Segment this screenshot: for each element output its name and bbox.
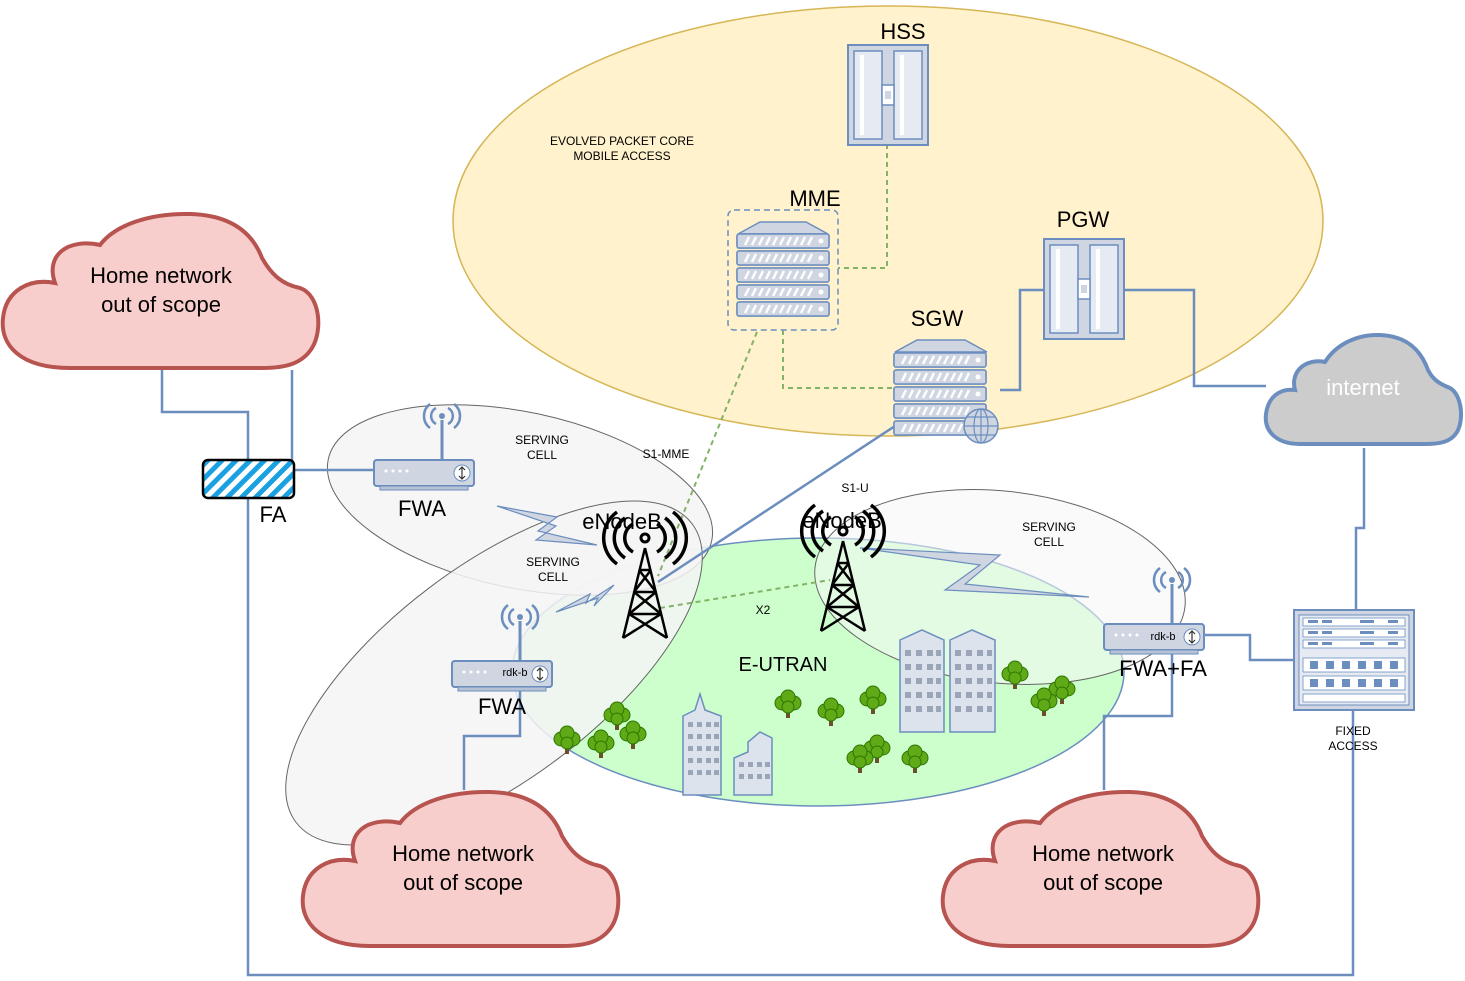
pgw-server-icon (1043, 238, 1125, 340)
s1-mme-label: S1-MME (643, 447, 690, 461)
fwa-bottom-label: FWA (478, 694, 526, 719)
fwa-top-label: FWA (398, 496, 446, 521)
x2-label: X2 (756, 603, 771, 617)
s1-u-label: S1-U (841, 481, 868, 495)
fwa-fa-label: FWA+FA (1119, 656, 1207, 681)
cloud-home-bottom-mid (300, 789, 621, 948)
lightning-fwa-top (496, 505, 598, 546)
pgw-label: PGW (1057, 207, 1110, 232)
serving-cell-top-label-1: SERVING (515, 433, 569, 447)
cloud-bottom-mid-label-1: Home network (392, 841, 535, 866)
eutran-label: E-UTRAN (739, 654, 828, 676)
fixed-access-equipment-icon (1293, 609, 1415, 711)
internet-label: internet (1326, 375, 1399, 400)
serving-cell-right-label-2: CELL (1034, 535, 1064, 549)
mme-group-box (727, 209, 839, 331)
buildings-left (682, 691, 773, 796)
serving-cell-right-label-1: SERVING (1022, 520, 1076, 534)
cloud-top-left-label-2: out of scope (101, 292, 221, 317)
lightning-fwa-left (555, 584, 615, 613)
cloud-internet (1263, 332, 1464, 446)
hss-server-icon (847, 44, 929, 146)
fa-label: FA (260, 502, 287, 527)
cloud-bottom-mid-label-2: out of scope (403, 870, 523, 895)
enodeb-right-label: eNodeB (802, 508, 882, 533)
cloud-home-top-left (0, 211, 321, 370)
cloud-bottom-right-label-2: out of scope (1043, 870, 1163, 895)
epc-title-line1: EVOLVED PACKET CORE (550, 134, 694, 148)
cloud-bottom-right-label-1: Home network (1032, 841, 1175, 866)
mme-label: MME (789, 186, 840, 211)
sgw-label: SGW (911, 306, 964, 331)
fixed-access-label-1: FIXED (1335, 724, 1371, 738)
rdkb-right-label: rdk-b (1150, 631, 1175, 643)
lightning-fwa-right (859, 547, 1090, 598)
serving-cell-top-label-2: CELL (527, 448, 557, 462)
cloud-home-bottom-right (940, 789, 1261, 948)
hss-label: HSS (880, 19, 925, 44)
fa-device-icon (201, 458, 296, 500)
enodeb-left-label: eNodeB (582, 509, 662, 534)
cloud-top-left-label-1: Home network (90, 263, 233, 288)
blue-links (160, 288, 1366, 977)
sgw-server-icon (892, 339, 999, 444)
epc-title-line2: MOBILE ACCESS (573, 149, 670, 163)
fixed-access-label-2: ACCESS (1328, 739, 1377, 753)
serving-cell-left-label-2: CELL (538, 570, 568, 584)
mme-server-icon (735, 221, 831, 318)
serving-cell-left-label-1: SERVING (526, 555, 580, 569)
rdkb-bottom-label: rdk-b (502, 667, 527, 679)
buildings-right (899, 629, 996, 733)
